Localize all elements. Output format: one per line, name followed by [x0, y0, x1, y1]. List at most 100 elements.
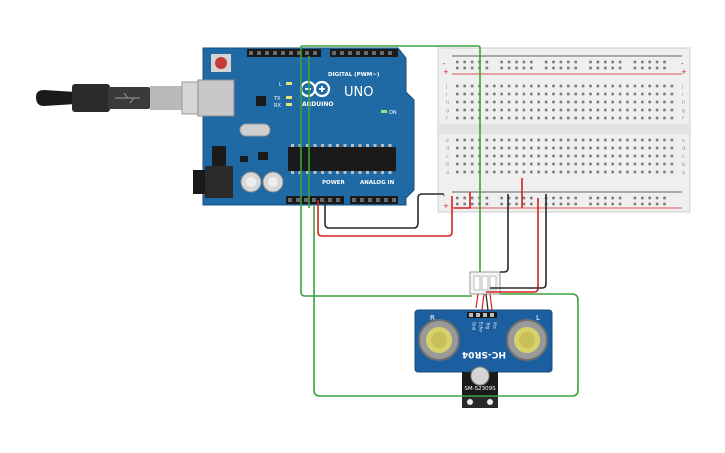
- breadboard-hole[interactable]: [663, 100, 666, 104]
- breadboard-hole[interactable]: [626, 92, 629, 96]
- breadboard-hole[interactable]: [648, 146, 651, 150]
- rail-hole[interactable]: [611, 196, 614, 200]
- breadboard-hole[interactable]: [663, 116, 666, 120]
- rail-hole[interactable]: [522, 60, 526, 64]
- rail-hole[interactable]: [633, 66, 637, 70]
- breadboard-hole[interactable]: [604, 84, 607, 88]
- breadboard-hole[interactable]: [544, 92, 548, 96]
- breadboard-hole[interactable]: [663, 170, 666, 174]
- rail-hole[interactable]: [559, 60, 563, 64]
- breadboard-hole[interactable]: [470, 162, 474, 166]
- breadboard-hole[interactable]: [522, 138, 526, 142]
- rail-hole[interactable]: [611, 60, 614, 64]
- rail-hole[interactable]: [655, 196, 659, 200]
- rail-hole[interactable]: [470, 60, 474, 64]
- breadboard-hole[interactable]: [604, 108, 607, 112]
- breadboard-hole[interactable]: [633, 100, 637, 104]
- breadboard-hole[interactable]: [485, 146, 489, 150]
- breadboard-hole[interactable]: [567, 100, 570, 104]
- breadboard-hole[interactable]: [515, 84, 518, 88]
- breadboard-hole[interactable]: [470, 146, 474, 150]
- rail-hole[interactable]: [544, 60, 548, 64]
- header-hole[interactable]: [249, 51, 253, 55]
- breadboard-hole[interactable]: [522, 116, 526, 120]
- breadboard-hole[interactable]: [493, 116, 496, 120]
- breadboard-hole[interactable]: [618, 116, 622, 120]
- breadboard-hole[interactable]: [618, 170, 622, 174]
- breadboard-hole[interactable]: [500, 84, 503, 88]
- breadboard-hole[interactable]: [567, 170, 570, 174]
- breadboard-hole[interactable]: [500, 108, 503, 112]
- breadboard-hole[interactable]: [500, 92, 503, 96]
- breadboard-hole[interactable]: [633, 116, 637, 120]
- breadboard-hole[interactable]: [522, 100, 526, 104]
- breadboard-hole[interactable]: [604, 116, 607, 120]
- breadboard-hole[interactable]: [574, 170, 577, 174]
- breadboard-hole[interactable]: [641, 92, 644, 96]
- rail-hole[interactable]: [552, 202, 555, 206]
- breadboard-hole[interactable]: [463, 138, 466, 142]
- rail-hole[interactable]: [618, 196, 622, 200]
- breadboard-hole[interactable]: [456, 146, 459, 150]
- breadboard-hole[interactable]: [574, 162, 577, 166]
- breadboard-hole[interactable]: [552, 92, 555, 96]
- breadboard-hole[interactable]: [581, 84, 585, 88]
- breadboard-hole[interactable]: [655, 100, 659, 104]
- breadboard-hole[interactable]: [456, 138, 459, 142]
- breadboard-hole[interactable]: [537, 84, 540, 88]
- breadboard-hole[interactable]: [618, 100, 622, 104]
- rail-hole[interactable]: [522, 66, 526, 70]
- breadboard-hole[interactable]: [641, 116, 644, 120]
- breadboard-hole[interactable]: [463, 84, 466, 88]
- rail-hole[interactable]: [567, 66, 570, 70]
- rail-hole[interactable]: [618, 202, 622, 206]
- breadboard-hole[interactable]: [648, 84, 651, 88]
- breadboard-hole[interactable]: [530, 154, 533, 158]
- breadboard-hole[interactable]: [493, 92, 496, 96]
- breadboard-hole[interactable]: [544, 154, 548, 158]
- breadboard-hole[interactable]: [663, 162, 666, 166]
- breadboard-hole[interactable]: [663, 154, 666, 158]
- breadboard-hole[interactable]: [618, 146, 622, 150]
- rail-hole[interactable]: [574, 66, 577, 70]
- breadboard-hole[interactable]: [581, 100, 585, 104]
- breadboard-hole[interactable]: [493, 84, 496, 88]
- breadboard-hole[interactable]: [604, 100, 607, 104]
- breadboard-hole[interactable]: [655, 92, 659, 96]
- breadboard-hole[interactable]: [522, 170, 526, 174]
- breadboard-hole[interactable]: [552, 84, 555, 88]
- breadboard-hole[interactable]: [530, 170, 533, 174]
- breadboard-hole[interactable]: [470, 170, 474, 174]
- breadboard-hole[interactable]: [522, 154, 526, 158]
- rail-hole[interactable]: [500, 60, 503, 64]
- breadboard-hole[interactable]: [589, 154, 592, 158]
- rail-hole[interactable]: [604, 202, 607, 206]
- breadboard-hole[interactable]: [530, 162, 533, 166]
- breadboard-hole[interactable]: [611, 162, 614, 166]
- breadboard-hole[interactable]: [633, 108, 637, 112]
- breadboard-hole[interactable]: [670, 170, 674, 174]
- breadboard-hole[interactable]: [626, 170, 629, 174]
- rail-hole[interactable]: [530, 66, 533, 70]
- breadboard-hole[interactable]: [485, 92, 489, 96]
- header-hole[interactable]: [372, 51, 376, 55]
- breadboard-hole[interactable]: [611, 146, 614, 150]
- rail-hole[interactable]: [515, 196, 518, 200]
- breadboard-hole[interactable]: [618, 92, 622, 96]
- breadboard-hole[interactable]: [567, 162, 570, 166]
- breadboard-hole[interactable]: [596, 92, 600, 96]
- breadboard-hole[interactable]: [493, 170, 496, 174]
- breadboard-hole[interactable]: [507, 170, 511, 174]
- rail-hole[interactable]: [507, 60, 511, 64]
- header-hole[interactable]: [296, 198, 300, 202]
- breadboard-hole[interactable]: [559, 138, 563, 142]
- breadboard-hole[interactable]: [581, 116, 585, 120]
- breadboard-hole[interactable]: [515, 162, 518, 166]
- breadboard-hole[interactable]: [648, 100, 651, 104]
- header-hole[interactable]: [360, 198, 364, 202]
- breadboard-hole[interactable]: [470, 84, 474, 88]
- breadboard-hole[interactable]: [567, 154, 570, 158]
- breadboard-hole[interactable]: [493, 138, 496, 142]
- breadboard-hole[interactable]: [500, 170, 503, 174]
- rail-hole[interactable]: [596, 196, 600, 200]
